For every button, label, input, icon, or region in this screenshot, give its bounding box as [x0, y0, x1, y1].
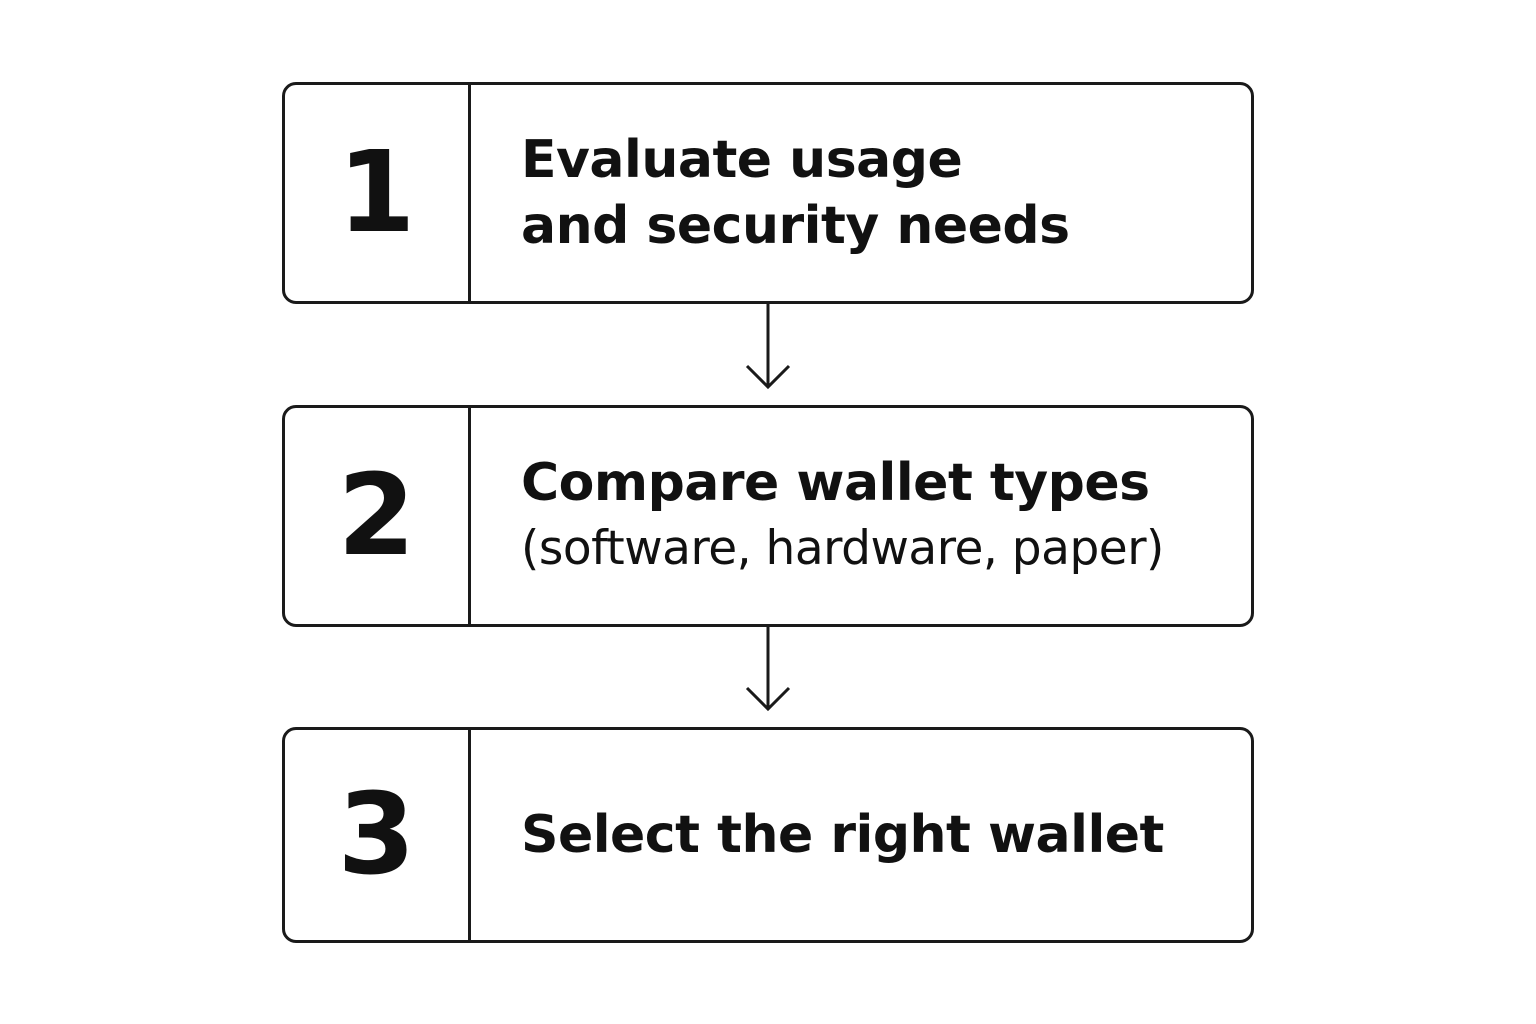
- step-1-text: Evaluate usage and security needs: [521, 85, 1231, 301]
- step-1-line-1: Evaluate usage: [521, 130, 963, 190]
- step-2-text: Compare wallet types (software, hardware…: [521, 408, 1231, 624]
- down-arrow-icon: [745, 627, 791, 712]
- step-3-text: Select the right wallet: [521, 730, 1231, 940]
- step-3-box: 3 Select the right wallet: [282, 727, 1254, 943]
- step-3-line-1: Select the right wallet: [521, 805, 1164, 865]
- step-1-line-2: and security needs: [521, 196, 1070, 256]
- step-2-box: 2 Compare wallet types (software, hardwa…: [282, 405, 1254, 627]
- step-2-number: 2: [285, 408, 471, 624]
- step-1-number: 1: [285, 85, 471, 301]
- step-2-line-2: (software, hardware, paper): [521, 521, 1164, 576]
- step-1-box: 1 Evaluate usage and security needs: [282, 82, 1254, 304]
- step-2-line-1: Compare wallet types: [521, 453, 1150, 513]
- step-3-number: 3: [285, 730, 471, 940]
- down-arrow-icon: [745, 304, 791, 390]
